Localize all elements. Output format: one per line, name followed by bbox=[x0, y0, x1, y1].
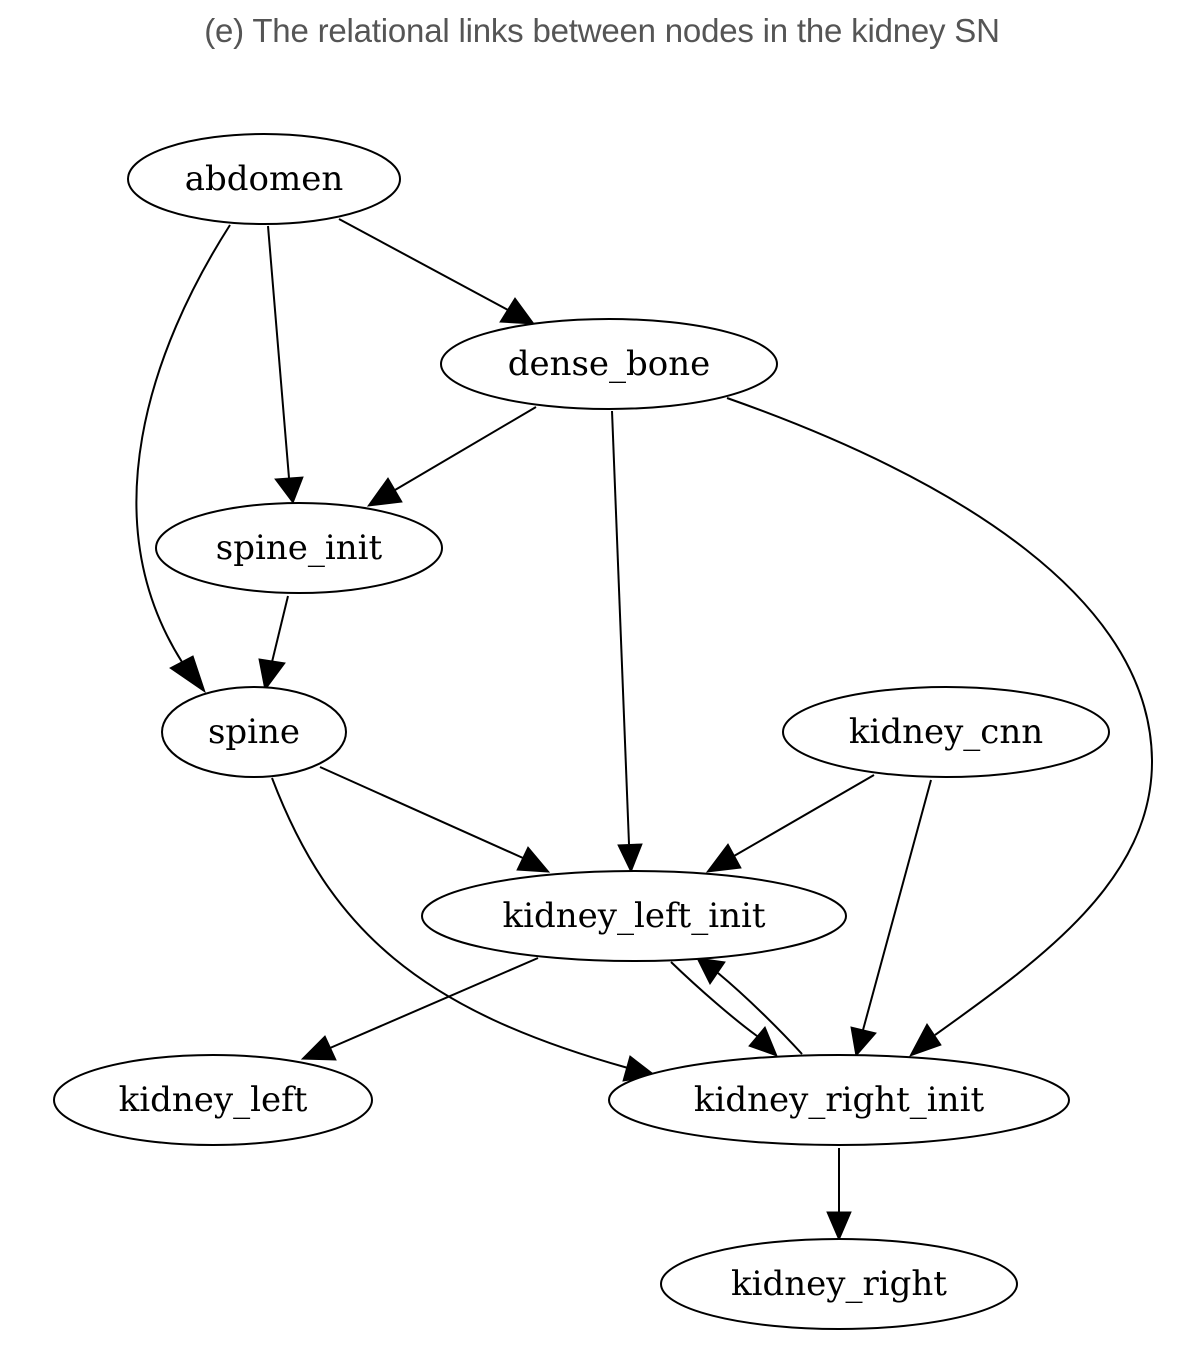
edge-kidney_cnn-to-kidney_right_init bbox=[850, 779, 932, 1058]
edge-dense_bone-to-kidney_right_init bbox=[726, 397, 1154, 1057]
edge-line bbox=[717, 972, 803, 1055]
edge-abdomen-to-dense_bone bbox=[338, 218, 536, 325]
edge-line bbox=[329, 957, 539, 1049]
node-kidney_left: kidney_left bbox=[53, 1054, 373, 1146]
node-kidney_cnn: kidney_cnn bbox=[782, 686, 1110, 778]
node-kidney_right: kidney_right bbox=[660, 1238, 1018, 1330]
edge-arrowhead bbox=[300, 1035, 337, 1061]
edge-kidney_left_init-to-kidney_right_init bbox=[670, 961, 778, 1057]
edge-arrowhead bbox=[516, 846, 551, 873]
node-label: spine bbox=[208, 712, 300, 752]
edge-line bbox=[271, 777, 629, 1069]
edge-spine-to-kidney_left_init bbox=[319, 766, 551, 873]
edge-line bbox=[338, 218, 509, 311]
edge-kidney_left_init-to-kidney_left bbox=[300, 957, 539, 1061]
edge-spine_init-to-spine bbox=[258, 595, 289, 692]
node-ellipse bbox=[421, 870, 847, 962]
edge-arrowhead bbox=[826, 1211, 852, 1242]
node-label: kidney_cnn bbox=[849, 712, 1043, 752]
edge-arrowhead bbox=[258, 658, 286, 692]
node-label: kidney_left bbox=[119, 1080, 308, 1120]
edge-kidney_cnn-to-kidney_left_init bbox=[705, 774, 875, 873]
edge-line bbox=[862, 779, 932, 1031]
edge-abdomen-to-spine_init bbox=[267, 225, 304, 505]
edge-arrowhead bbox=[366, 477, 403, 507]
node-label: abdomen bbox=[185, 159, 344, 199]
edge-line bbox=[319, 766, 524, 859]
node-ellipse bbox=[440, 318, 778, 410]
edge-line bbox=[271, 595, 289, 663]
edge-line bbox=[726, 397, 1154, 1036]
diagram-caption: (e) The relational links between nodes i… bbox=[204, 12, 1000, 49]
edge-dense_bone-to-spine_init bbox=[366, 406, 537, 507]
node-ellipse bbox=[127, 133, 401, 225]
node-label: kidney_left_init bbox=[502, 896, 765, 936]
edge-arrowhead bbox=[908, 1023, 942, 1057]
edge-line bbox=[611, 410, 630, 845]
node-spine_init: spine_init bbox=[155, 502, 443, 594]
node-ellipse bbox=[660, 1238, 1018, 1330]
edge-kidney_right_init-to-kidney_left_init bbox=[696, 957, 803, 1055]
node-abdomen: abdomen bbox=[127, 133, 401, 225]
edge-dense_bone-to-kidney_left_init bbox=[611, 410, 643, 874]
edge-arrowhead bbox=[696, 957, 726, 985]
node-label: dense_bone bbox=[508, 344, 711, 384]
edge-kidney_right_init-to-kidney_right bbox=[826, 1148, 852, 1242]
edge-arrowhead bbox=[850, 1026, 877, 1058]
node-dense_bone: dense_bone bbox=[440, 318, 778, 410]
edge-arrowhead bbox=[748, 1026, 778, 1057]
edge-abdomen-to-spine bbox=[135, 224, 231, 694]
edge-arrowhead bbox=[499, 297, 536, 325]
edge-line bbox=[135, 224, 231, 663]
node-label: kidney_right bbox=[731, 1264, 947, 1304]
edges-layer bbox=[135, 218, 1154, 1242]
edge-arrowhead bbox=[274, 476, 304, 505]
node-label: spine_init bbox=[216, 528, 383, 568]
node-ellipse bbox=[161, 686, 347, 778]
edge-arrowhead bbox=[705, 843, 742, 873]
node-spine: spine bbox=[161, 686, 347, 778]
edge-arrowhead bbox=[169, 655, 206, 694]
edge-arrowhead bbox=[617, 843, 643, 874]
node-ellipse bbox=[155, 502, 443, 594]
edge-line bbox=[670, 961, 758, 1037]
edge-line bbox=[267, 225, 290, 479]
node-ellipse bbox=[608, 1054, 1070, 1146]
node-label: kidney_right_init bbox=[694, 1080, 985, 1120]
edge-line bbox=[394, 406, 537, 491]
edge-line bbox=[733, 774, 875, 857]
node-kidney_right_init: kidney_right_init bbox=[608, 1054, 1070, 1146]
node-ellipse bbox=[53, 1054, 373, 1146]
node-ellipse bbox=[782, 686, 1110, 778]
node-kidney_left_init: kidney_left_init bbox=[421, 870, 847, 962]
